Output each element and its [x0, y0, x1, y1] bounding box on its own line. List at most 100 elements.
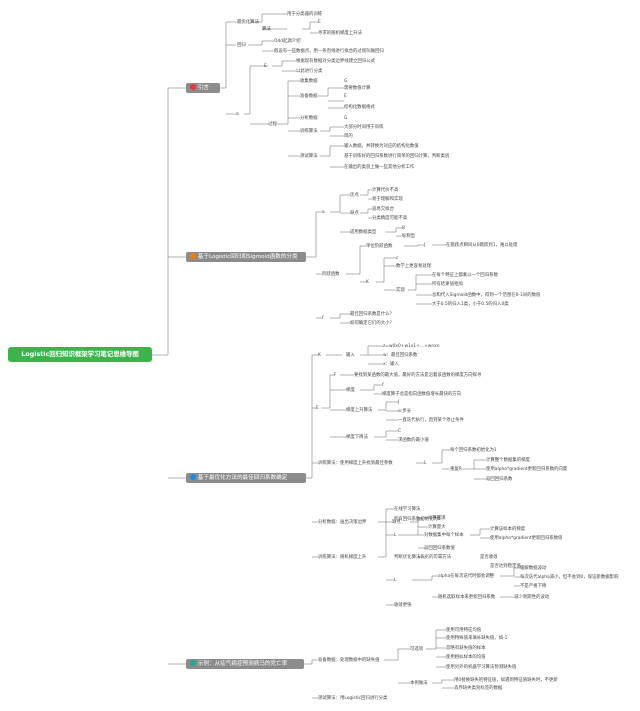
root-node: Logistic回归知识框架学习笔记思维导图 [8, 347, 152, 362]
mindmap-node: 计算代价不高 [372, 188, 399, 193]
mindmap-node: 分析数据 [300, 116, 318, 121]
mindmap-node: 输入 [346, 353, 355, 358]
mindmap-node: 计算繁琐 [428, 516, 446, 521]
mindmap-node: 如何确定它们的大小？ [350, 321, 394, 326]
mindmap-node: 过程 [268, 122, 277, 127]
mindmap-node: 阶跃函数 [322, 272, 340, 277]
section-icon-teal [190, 660, 196, 666]
mindmap-node: 缓解数据波动 [520, 566, 547, 571]
mindmap-node: 丢弃缺失类别标签的数据 [454, 686, 503, 691]
mindmap-node: 本例做法 [410, 681, 428, 686]
mindmap-node: 需要数值计算 [344, 86, 371, 91]
mindmap-node: 梯度算子总是指向函数值增长最快的方向 [382, 392, 462, 397]
mindmap-node: E [344, 94, 347, 99]
section-icon-orange [190, 253, 196, 259]
mindmap-node: 在输出的类别上做一些其他分析工作 [344, 165, 415, 170]
section-optimization-label: 基于最优化方法的最佳回归系数确定 [197, 475, 288, 481]
mindmap-node: 优点 [350, 193, 359, 198]
mindmap-node: 在线学习算法 [394, 507, 421, 512]
mindmap-node: 判断优化算法优劣的可靠方法 [394, 555, 452, 560]
section-icon-blue [190, 474, 196, 480]
mindmap-node: 标称型 [402, 234, 416, 239]
mindmap-node: J [398, 400, 400, 405]
mindmap-node: 算法 [262, 27, 271, 32]
mindmap-node: 随机选取样本来更新回归系数 [438, 595, 496, 600]
mindmap-node: 计算该样本的梯度 [490, 527, 526, 532]
mindmap-node: E [318, 20, 321, 25]
mindmap-node: 梯度 [346, 388, 355, 393]
mindmap-node: w：最佳回归系数 [383, 353, 418, 358]
mindmap-node: 缺点 [350, 211, 359, 216]
section-optimization: 基于最优化方法的最佳回归系数确定 [186, 473, 306, 483]
section-logistic-sigmoid: 基于Logistic回归和Sigmoid函数的分类 [186, 252, 306, 262]
mindmap-node: K [318, 353, 321, 358]
mindmap-node: 实现 [396, 288, 405, 293]
section-intro: 引言 [186, 83, 220, 93]
mindmap-node: 最佳回归系数是什么？ [350, 312, 394, 317]
mindmap-node: 用于分类器的训练 [287, 12, 323, 17]
mindmap-node: 寻求的随机梯度上升法 [318, 31, 362, 36]
mindmap-node: 准备数据 [300, 94, 318, 99]
mindmap-node: 忽略有缺失值的样本 [446, 646, 486, 651]
mindmap-node: 返回回归系数 [486, 477, 513, 482]
mindmap-node: 准备数据：处理数据中的缺失值 [318, 658, 380, 663]
mindmap-node: z=w0x0+w1x1+...+wnxn [383, 344, 440, 349]
mindmap-node: 所有回归系数初始化为1 [394, 517, 441, 522]
mindmap-node: Odd起源介绍 [274, 39, 301, 44]
mindmap-node: 训练算法：使用梯度上升找到最佳参数 [318, 461, 393, 466]
mindmap-node: 所有结果值相加 [432, 282, 463, 287]
mindmap-node: 训练算法 [300, 129, 318, 134]
mindmap-node: 测试算法：用Logistic回归进行分类 [318, 696, 388, 701]
mindmap-node: 输入数据，并转换为对应的结构化数值 [344, 144, 419, 149]
mindmap-node: f [322, 316, 324, 321]
mindmap-node: 在每个特征上都乘以一个回归系数 [432, 273, 498, 278]
mindmap-node: 是否收敛 [480, 555, 498, 560]
mindmap-node: L [394, 578, 397, 583]
mindmap-node: 回归 [237, 43, 246, 48]
mindmap-node: 使用特殊值来填补缺失值，如-1 [446, 636, 508, 641]
mindmap-node: 收集数据 [300, 79, 318, 84]
mindmap-node: 收敛更快 [394, 603, 412, 608]
mindmap-node: 容易欠拟合 [372, 207, 394, 212]
mindmap-node: 总和代入Sigmoid函数中，得到一个范围在0-1间的数值 [432, 293, 541, 298]
mindmap-node: 每次迭代alpha减小，但不会到0，保证新数据影响 [520, 575, 619, 580]
mindmap-node: 以此进行分类 [296, 69, 323, 74]
mindmap-node: 可选项 [410, 647, 424, 652]
mindmap-node: 训练算法：随机梯度上升 [318, 555, 367, 560]
mindmap-node: K [366, 280, 369, 285]
mindmap-node: 最优化算法 [237, 20, 259, 25]
mindmap-node: 使用相似样本的均值 [446, 655, 486, 660]
mindmap-node: 根据现有数据对分类边界线建立回归公式 [296, 59, 376, 64]
section-logistic-sigmoid-label: 基于Logistic回归和Sigmoid函数的分类 [197, 254, 298, 260]
mindmap-node: 基于训练好的回归系数进行简单的回归计算，判断类别 [344, 154, 450, 159]
mindmap-node: G [344, 116, 348, 121]
mindmap-node: f [382, 383, 384, 388]
mindmap-node: F [334, 373, 337, 378]
mindmap-node: 易于理解和实现 [372, 197, 403, 202]
mindmap-node: 不是严格下降 [520, 584, 547, 589]
mindmap-node: 每个回归系数初始化为1 [450, 448, 497, 453]
mindmap-node: 用0替换缺失的特征值，如遇到特征值缺失时，不更新 [454, 678, 558, 683]
mindmap-node: 数学上更容易处理 [396, 264, 432, 269]
mindmap-node: 使用可用特征均值 [446, 628, 482, 633]
mindmap-node: a [322, 210, 325, 215]
section-example-label: 示例：从疝气病症预测病马的死亡率 [197, 661, 288, 667]
mindmap-node: 计算整个数据集的梯度 [486, 458, 530, 463]
mindmap-node: E [264, 64, 267, 69]
mindmap-node: 减少周期性的波动 [514, 595, 550, 600]
mindmap-node: 使用alpha*gradient更新回归系数的向量 [486, 467, 568, 472]
mindmap-node: 求函数的最小值 [398, 438, 429, 443]
mindmap-node: 假设有一些数据点，用一条直线进行拟合的过程叫做回归 [274, 49, 384, 54]
mindmap-node: 分类精度可能不高 [372, 216, 408, 221]
mindmap-node: 适用数据类型 [350, 230, 377, 235]
mindmap-node: x：输入 [383, 362, 399, 367]
mindmap-node: 使用另外的机器学习算法预测缺失值 [446, 665, 517, 670]
mindmap-node: C [398, 429, 402, 434]
mindmap-node: 在跳跃点瞬间从0跳跃到1，难以处理 [446, 243, 518, 248]
mindmap-node: 重复R [450, 467, 462, 472]
mindmap-node: L [394, 533, 397, 538]
mindmap-node: 缺点 [392, 520, 401, 525]
section-example: 示例：从疝气病症预测病马的死亡率 [186, 659, 304, 669]
mindmap-node: α:步长 [398, 409, 412, 414]
